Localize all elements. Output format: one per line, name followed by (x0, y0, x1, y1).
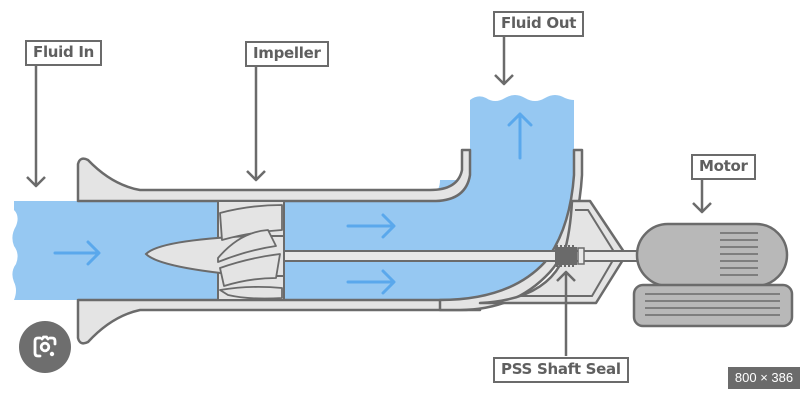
leader-lines (26, 36, 712, 356)
impeller-blades (217, 204, 283, 300)
image-size-badge: 800 × 386 (728, 367, 800, 389)
label-impeller: Impeller (245, 41, 329, 67)
flow-arrow-lower (346, 269, 396, 295)
leader-impeller (246, 67, 266, 182)
label-motor: Motor (691, 154, 756, 180)
housing-upper-wall (76, 148, 472, 203)
motor (632, 222, 794, 328)
leader-shaft-seal (556, 270, 576, 356)
label-pss-shaft-seal: PSS Shaft Seal (493, 357, 629, 383)
label-fluid-out: Fluid Out (493, 11, 585, 37)
leader-fluid-in (26, 66, 46, 188)
pss-shaft-seal (555, 245, 585, 267)
flow-arrow-upper (346, 213, 396, 239)
flow-arrows (53, 112, 533, 295)
google-lens-button[interactable] (19, 321, 71, 373)
seal-housing (478, 199, 628, 305)
leader-fluid-out (494, 36, 514, 86)
flow-arrow-outlet (507, 112, 533, 160)
housing-lower-wall (76, 298, 482, 345)
flow-arrow-inlet (53, 240, 101, 266)
leader-motor (692, 180, 712, 214)
google-lens-icon (33, 335, 57, 358)
label-fluid-in: Fluid In (25, 40, 103, 66)
shaft (283, 250, 647, 262)
